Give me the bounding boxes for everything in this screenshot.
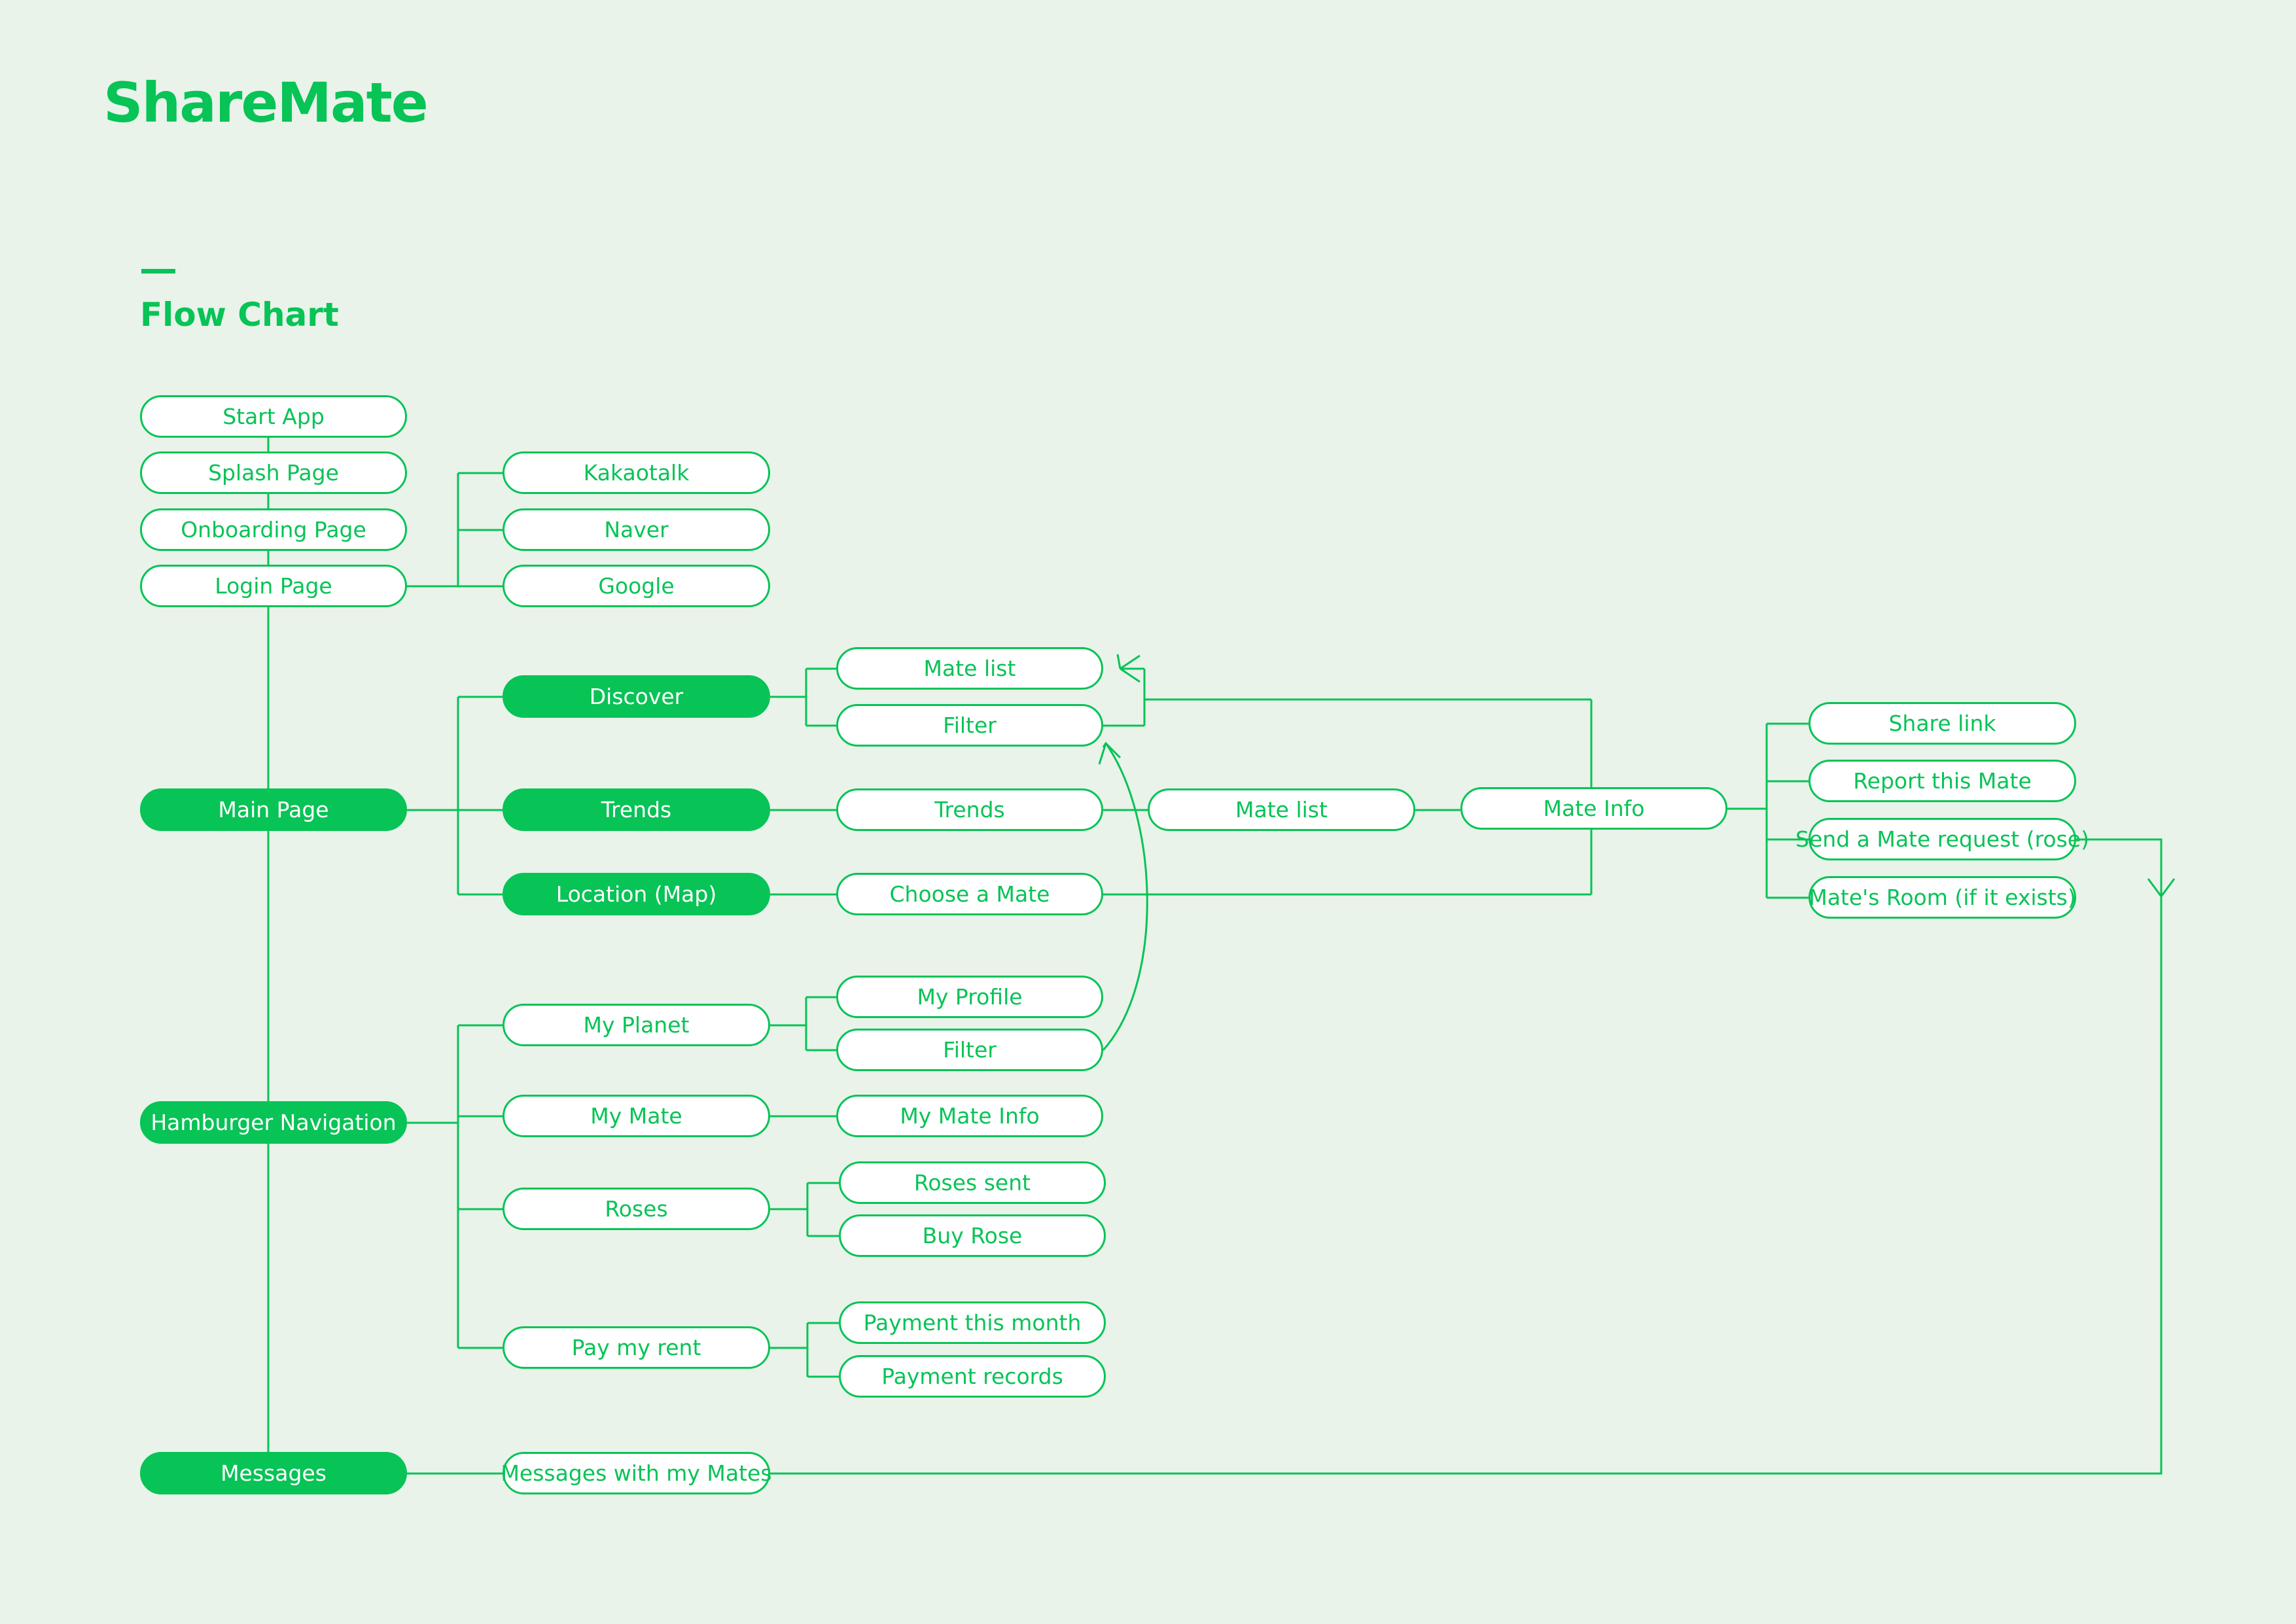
node-mate-info[interactable]: Mate Info [1460,787,1727,830]
node-send-mate-request[interactable]: Send a Mate request (rose) [1795,818,2089,860]
node-my-mate-info[interactable]: My Mate Info [836,1095,1103,1137]
section-accent-dash [141,269,175,274]
node-payment-records[interactable]: Payment records [839,1355,1106,1398]
node-trends[interactable]: Trends [503,788,770,831]
node-start-app[interactable]: Start App [140,395,407,438]
node-trends-sub[interactable]: Trends [836,788,1103,831]
node-report-this-mate[interactable]: Report this Mate [1809,760,2076,802]
section-title: Flow Chart [140,296,339,334]
node-main-page[interactable]: Main Page [140,788,407,831]
node-my-profile[interactable]: My Profile [836,976,1103,1018]
node-discover[interactable]: Discover [503,675,770,718]
node-location-map[interactable]: Location (Map) [503,873,770,915]
node-share-link[interactable]: Share link [1809,702,2076,745]
node-kakaotalk[interactable]: Kakaotalk [503,451,770,494]
node-login-page[interactable]: Login Page [140,565,407,607]
node-payment-this-month[interactable]: Payment this month [839,1301,1106,1344]
node-choose-a-mate[interactable]: Choose a Mate [836,873,1103,915]
node-filter-planet[interactable]: Filter [836,1029,1103,1071]
node-roses[interactable]: Roses [503,1188,770,1230]
node-google[interactable]: Google [503,565,770,607]
node-filter[interactable]: Filter [836,704,1103,747]
node-splash-page[interactable]: Splash Page [140,451,407,494]
node-naver[interactable]: Naver [503,508,770,551]
node-mate-list[interactable]: Mate list [836,647,1103,690]
node-hamburger-navigation[interactable]: Hamburger Navigation [140,1101,407,1144]
node-mate-list-trends[interactable]: Mate list [1148,788,1415,831]
node-pay-my-rent[interactable]: Pay my rent [503,1326,770,1369]
node-roses-sent[interactable]: Roses sent [839,1161,1106,1204]
node-messages[interactable]: Messages [140,1452,407,1494]
node-buy-rose[interactable]: Buy Rose [839,1214,1106,1257]
node-my-planet[interactable]: My Planet [503,1004,770,1046]
node-mates-room[interactable]: Mate's Room (if it exists) [1809,876,2076,919]
node-messages-with-mates[interactable]: Messages with my Mates [501,1452,772,1494]
node-onboarding-page[interactable]: Onboarding Page [140,508,407,551]
node-my-mate[interactable]: My Mate [503,1095,770,1137]
brand-logo: ShareMate [103,71,429,135]
